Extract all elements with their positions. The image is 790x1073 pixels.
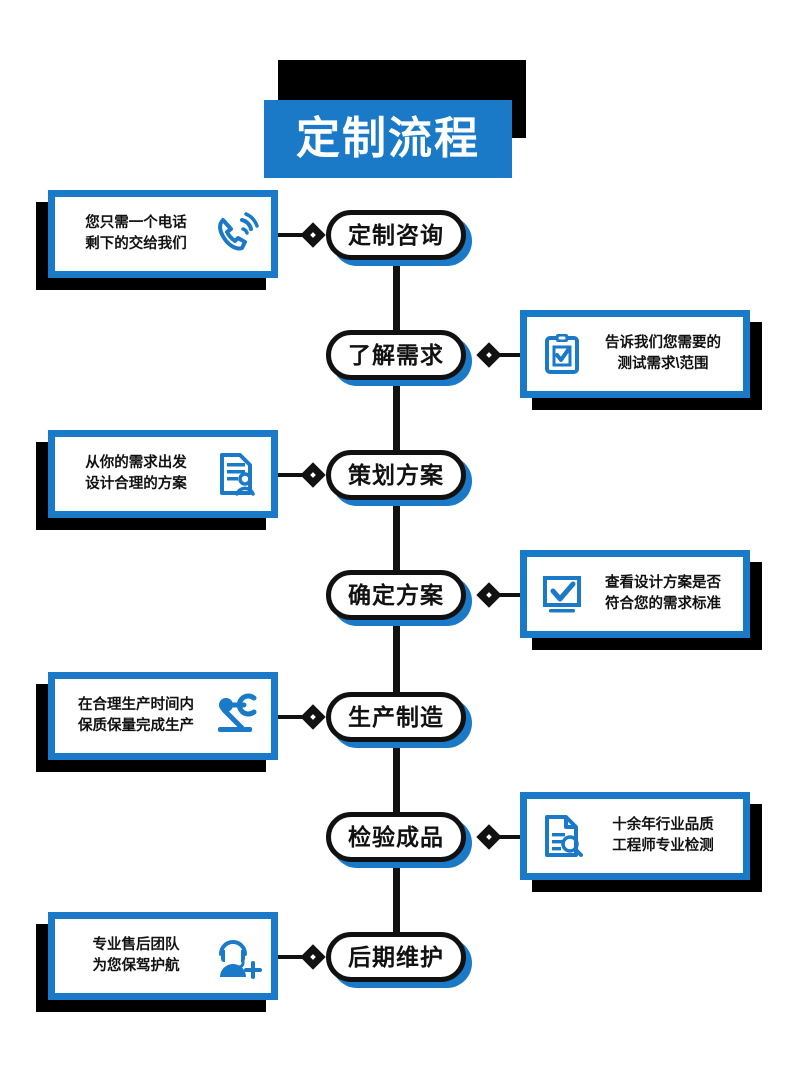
phone-ringing-icon xyxy=(207,205,265,263)
node-box: 生产制造 xyxy=(326,692,466,742)
flow-node-5[interactable]: 生产制造 xyxy=(326,692,472,748)
node-label: 检验成品 xyxy=(348,823,444,850)
card-text: 您只需一个电话 剩下的交给我们 xyxy=(61,213,207,255)
flow-spine-2 xyxy=(393,380,400,452)
flow-spine-6 xyxy=(393,864,400,936)
flow-node-3[interactable]: 策划方案 xyxy=(326,450,472,506)
card-box: 您只需一个电话 剩下的交给我们 xyxy=(48,190,278,278)
card-text: 在合理生产时间内 保质保量完成生产 xyxy=(61,695,207,737)
connector-line xyxy=(496,353,536,357)
card-text: 十余年行业品质 工程师专业检测 xyxy=(591,815,737,857)
monitor-check-icon xyxy=(533,565,591,623)
card-text-line2: 符合您的需求标准 xyxy=(605,596,721,612)
flow-spine-3 xyxy=(393,500,400,572)
node-label: 确定方案 xyxy=(348,581,444,608)
card-text-line1: 从你的需求出发 xyxy=(85,454,187,471)
card-text-line1: 告诉我们您需要的 xyxy=(605,334,721,351)
flow-node-6[interactable]: 检验成品 xyxy=(326,812,472,868)
connector-diamond xyxy=(300,222,326,248)
connector-line xyxy=(278,473,316,477)
connector-6 xyxy=(476,824,536,850)
page-title: 定制流程 xyxy=(296,114,480,163)
node-label: 了解需求 xyxy=(348,341,444,368)
connector-line xyxy=(496,593,536,597)
card-text: 告诉我们您需要的 测试需求\范围 xyxy=(591,333,737,375)
flow-spine-5 xyxy=(393,742,400,814)
card-text-line2: 工程师专业检测 xyxy=(612,838,714,854)
node-label: 定制咨询 xyxy=(348,221,444,248)
card-text-line2: 剩下的交给我们 xyxy=(85,236,187,252)
connector-line xyxy=(496,835,536,839)
connector-diamond xyxy=(300,944,326,970)
info-card-6[interactable]: 十余年行业品质 工程师专业检测 xyxy=(520,792,762,892)
connector-5 xyxy=(278,704,332,730)
flow-spine-1 xyxy=(393,260,400,332)
node-box: 检验成品 xyxy=(326,812,466,862)
info-card-5[interactable]: 在合理生产时间内 保质保量完成生产 xyxy=(36,672,278,772)
card-text-line1: 查看设计方案是否 xyxy=(605,574,721,591)
card-text: 专业售后团队 为您保驾护航 xyxy=(61,935,207,977)
info-card-2[interactable]: 告诉我们您需要的 测试需求\范围 xyxy=(520,310,762,410)
card-text-line2: 测试需求\范围 xyxy=(617,356,709,372)
card-text-line2: 保质保量完成生产 xyxy=(78,718,194,734)
card-text-line1: 十余年行业品质 xyxy=(612,816,714,833)
node-box: 策划方案 xyxy=(326,450,466,500)
card-box: 专业售后团队 为您保驾护航 xyxy=(48,912,278,1000)
card-box: 查看设计方案是否 符合您的需求标准 xyxy=(520,550,750,638)
card-text-line1: 专业售后团队 xyxy=(92,936,180,953)
headset-support-icon xyxy=(207,927,265,985)
info-card-4[interactable]: 查看设计方案是否 符合您的需求标准 xyxy=(520,550,762,650)
flow-node-7[interactable]: 后期维护 xyxy=(326,932,472,988)
card-text: 从你的需求出发 设计合理的方案 xyxy=(61,453,207,495)
node-box: 定制咨询 xyxy=(326,210,466,260)
document-person-icon xyxy=(207,445,265,503)
flow-node-1[interactable]: 定制咨询 xyxy=(326,210,472,266)
card-text-line1: 您只需一个电话 xyxy=(85,214,187,231)
connector-7 xyxy=(278,944,332,970)
document-search-icon xyxy=(533,807,591,865)
title-banner: 定制流程 xyxy=(264,100,512,178)
node-label: 策划方案 xyxy=(348,461,444,488)
robot-arm-icon xyxy=(207,687,265,745)
node-box: 了解需求 xyxy=(326,330,466,380)
page-title-banner: 定制流程 xyxy=(0,48,790,178)
connector-diamond xyxy=(300,462,326,488)
info-card-1[interactable]: 您只需一个电话 剩下的交给我们 xyxy=(36,190,278,290)
connector-1 xyxy=(278,222,332,248)
card-text-line1: 在合理生产时间内 xyxy=(78,696,194,713)
info-card-3[interactable]: 从你的需求出发 设计合理的方案 xyxy=(36,430,278,530)
connector-2 xyxy=(476,342,536,368)
connector-3 xyxy=(278,462,332,488)
card-text-line2: 设计合理的方案 xyxy=(85,476,187,492)
connector-line xyxy=(278,715,316,719)
flow-spine-4 xyxy=(393,622,400,694)
card-box: 从你的需求出发 设计合理的方案 xyxy=(48,430,278,518)
card-box: 在合理生产时间内 保质保量完成生产 xyxy=(48,672,278,760)
connector-line xyxy=(278,955,316,959)
info-card-7[interactable]: 专业售后团队 为您保驾护航 xyxy=(36,912,278,1012)
clipboard-check-icon xyxy=(533,325,591,383)
connector-line xyxy=(278,233,316,237)
node-box: 后期维护 xyxy=(326,932,466,982)
connector-diamond xyxy=(300,704,326,730)
connector-4 xyxy=(476,582,536,608)
card-box: 十余年行业品质 工程师专业检测 xyxy=(520,792,750,880)
flow-node-2[interactable]: 了解需求 xyxy=(326,330,472,386)
card-box: 告诉我们您需要的 测试需求\范围 xyxy=(520,310,750,398)
card-text-line2: 为您保驾护航 xyxy=(92,958,180,974)
node-label: 后期维护 xyxy=(348,943,444,970)
node-box: 确定方案 xyxy=(326,570,466,620)
card-text: 查看设计方案是否 符合您的需求标准 xyxy=(591,573,737,615)
flow-node-4[interactable]: 确定方案 xyxy=(326,570,472,626)
node-label: 生产制造 xyxy=(348,703,444,730)
